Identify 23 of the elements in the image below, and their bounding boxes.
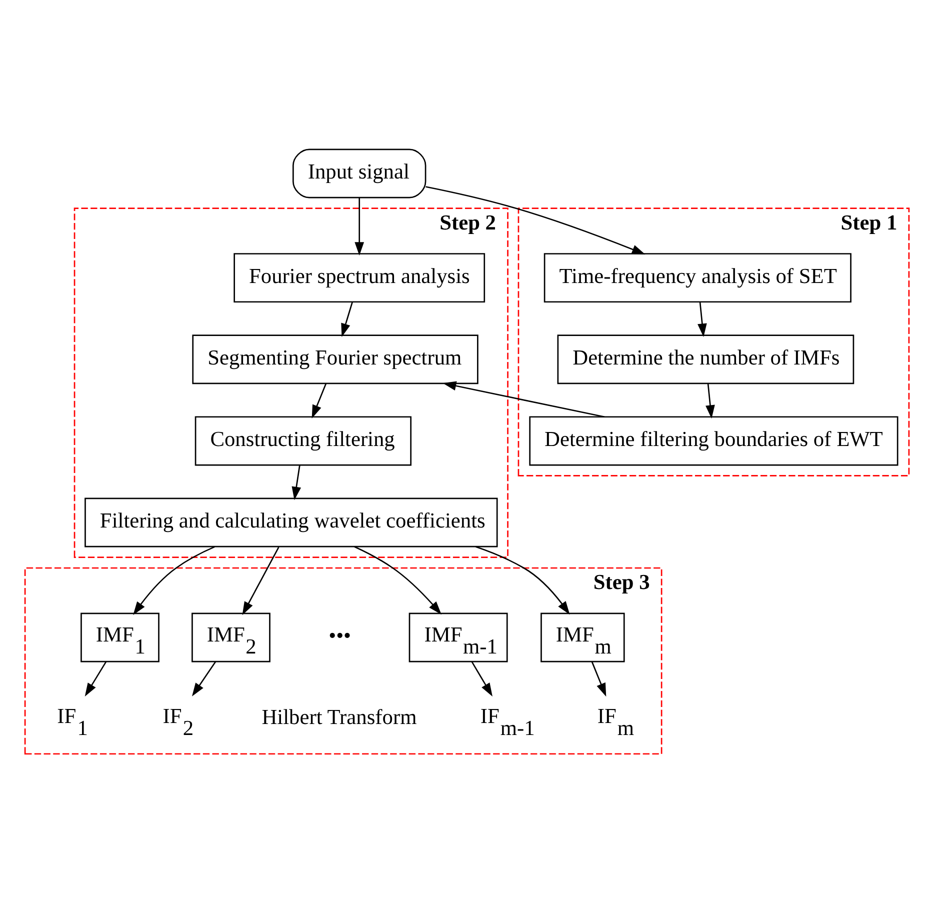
node-box: Determine the number of IMFs xyxy=(556,334,854,384)
arrow xyxy=(84,661,106,696)
arrow xyxy=(242,546,279,616)
label: Hilbert Transform xyxy=(261,705,416,730)
arrow xyxy=(470,661,492,696)
node-box: Input signal xyxy=(292,148,426,198)
arrow xyxy=(191,661,216,696)
node-box: Constructing filtering xyxy=(194,416,411,466)
arrow xyxy=(340,302,353,337)
arrow xyxy=(442,381,604,418)
node-box: Filtering and calculating wavelet coefficients xyxy=(84,498,498,548)
node-box: Time-frequency analysis of SET xyxy=(543,253,851,303)
label: ••• xyxy=(328,624,351,648)
node-box: Fourier spectrum analysis xyxy=(233,253,485,303)
node-box: Determine filtering boundaries of EWT xyxy=(528,416,898,466)
arrow xyxy=(291,465,301,500)
arrow xyxy=(354,198,364,256)
arrow xyxy=(311,383,326,418)
arrow xyxy=(705,383,714,419)
arrow xyxy=(697,302,706,338)
arrow xyxy=(590,661,606,697)
arrow xyxy=(425,186,645,254)
node-box: Segmenting Fourier spectrum xyxy=(192,334,478,384)
